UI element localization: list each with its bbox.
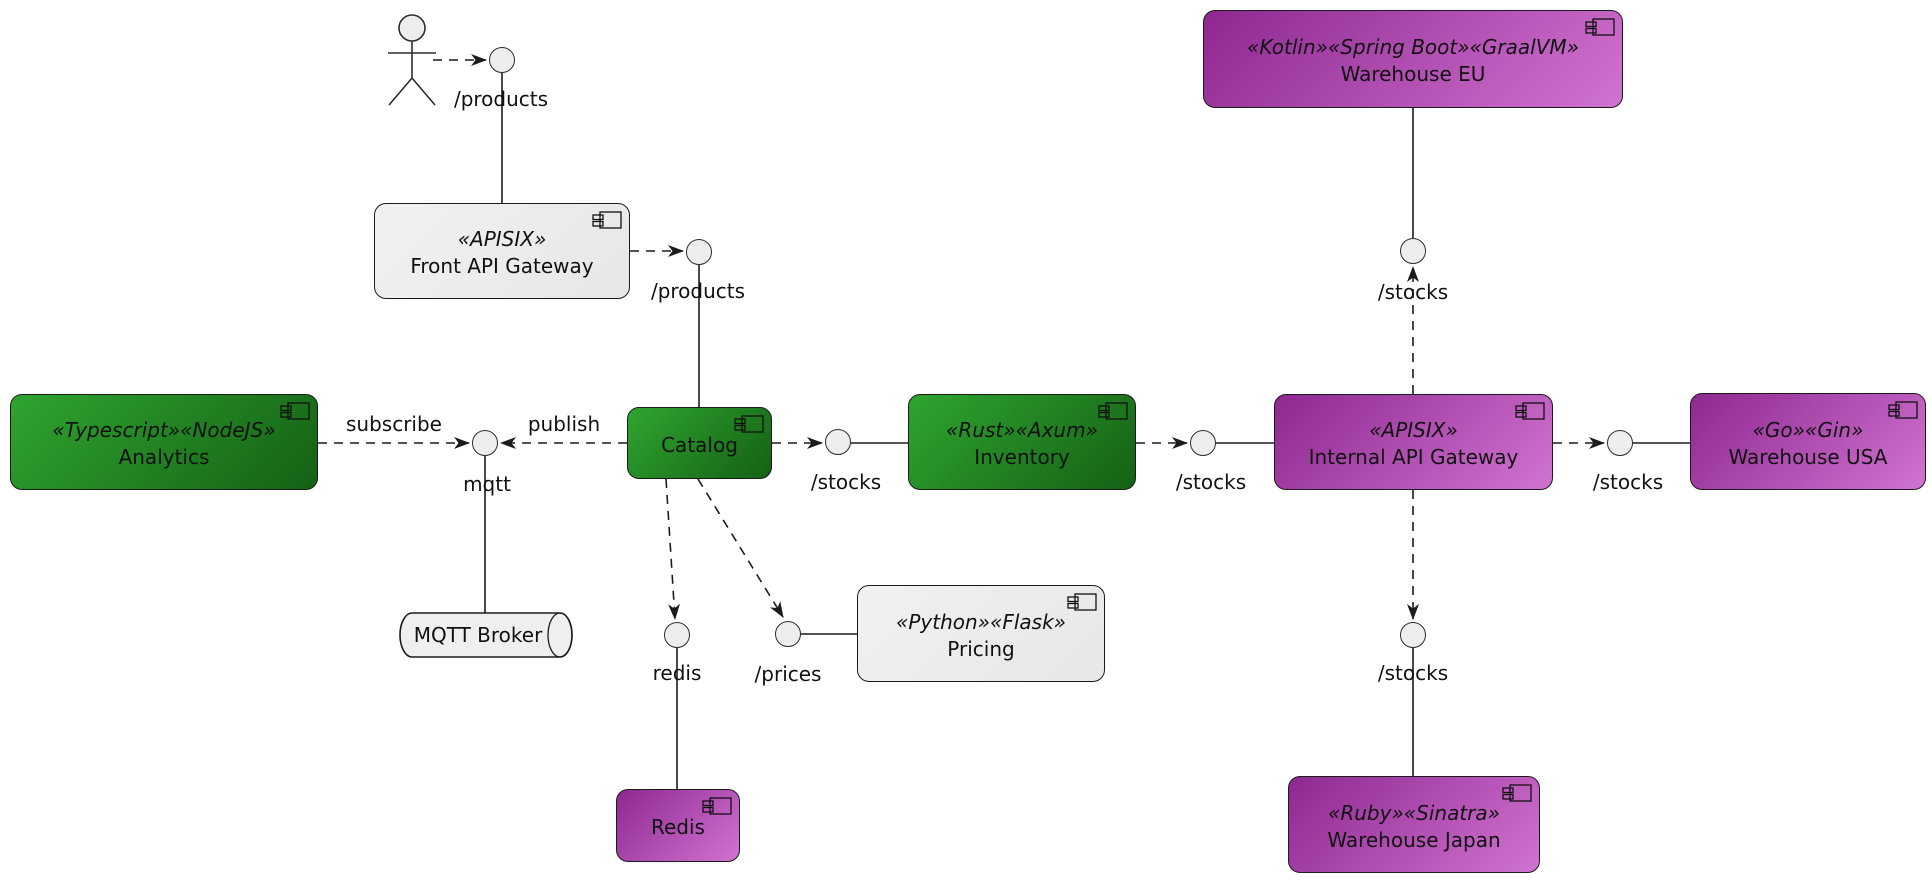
component-warehouse-usa: «Go»«Gin» Warehouse USA: [1690, 393, 1926, 490]
component-icon: [1585, 18, 1615, 36]
component-analytics: «Typescript»«NodeJS» Analytics: [10, 394, 318, 490]
component-icon: [1067, 593, 1097, 611]
interface-stocks-eu: [1400, 238, 1426, 264]
interface-label-products-mid: /products: [650, 279, 746, 303]
component-name: Warehouse Japan: [1327, 827, 1501, 852]
component-icon: [280, 402, 310, 420]
interface-mqtt: [472, 430, 498, 456]
interface-label-stocks-catalog: /stocks: [810, 470, 882, 494]
component-pricing: «Python»«Flask» Pricing: [857, 585, 1105, 682]
interface-label-redis: redis: [652, 661, 702, 685]
component-stereotype: «APISIX»: [1369, 418, 1458, 442]
actor-head: [398, 14, 426, 42]
component-name: Analytics: [118, 445, 210, 469]
interface-label-stocks-inventory: /stocks: [1175, 470, 1247, 494]
component-icon: [592, 211, 622, 229]
component-name: Inventory: [974, 445, 1070, 469]
component-warehouse-japan: «Ruby»«Sinatra» Warehouse Japan: [1288, 776, 1540, 873]
interface-redis: [664, 622, 690, 648]
queue-end-cap: [547, 612, 573, 658]
edge-catalog-to-prices: [697, 478, 784, 618]
component-icon: [702, 797, 732, 815]
queue-label: MQTT Broker: [413, 623, 543, 647]
component-icon: [1515, 402, 1545, 420]
actor-figure: [388, 14, 436, 106]
interface-stocks-inventory: [1190, 430, 1216, 456]
interface-label-stocks-usa: /stocks: [1592, 470, 1664, 494]
component-name: Warehouse USA: [1728, 444, 1888, 469]
component-catalog: Catalog: [627, 407, 772, 479]
actor-leg-right: [411, 77, 436, 106]
component-inventory: «Rust»«Axum» Inventory: [908, 394, 1136, 490]
interface-stocks-japan: [1400, 622, 1426, 648]
component-stereotype: «Typescript»«NodeJS»: [52, 418, 276, 442]
component-stereotype: «Kotlin»«Spring Boot»«GraalVM»: [1247, 35, 1579, 59]
interface-label-products-top: /products: [453, 87, 549, 111]
component-name: Redis: [651, 815, 705, 839]
edge-label-publish: publish: [527, 412, 601, 436]
component-stereotype: «Rust»«Axum»: [946, 418, 1098, 442]
interface-products-mid: [686, 239, 712, 265]
component-stereotype: «APISIX»: [457, 227, 547, 251]
interface-label-mqtt: mqtt: [463, 472, 511, 496]
interface-stocks-usa: [1607, 430, 1633, 456]
component-name: Internal API Gateway: [1308, 445, 1519, 469]
component-icon: [734, 415, 764, 433]
component-stereotype: «Go»«Gin»: [1752, 417, 1864, 442]
component-redis: Redis: [616, 789, 740, 862]
component-warehouse-eu: «Kotlin»«Spring Boot»«GraalVM» Warehouse…: [1203, 10, 1623, 108]
component-front-api-gateway: «APISIX» Front API Gateway: [374, 203, 630, 299]
interface-products-top: [489, 47, 515, 73]
interface-label-stocks-eu: /stocks: [1377, 280, 1449, 304]
edge-catalog-to-redisif: [665, 478, 681, 620]
component-name: Pricing: [947, 636, 1015, 661]
solid-edges: [484, 73, 1690, 789]
interface-stocks-catalog: [825, 429, 851, 455]
component-name: Catalog: [661, 432, 738, 457]
component-icon: [1502, 784, 1532, 802]
dashed-edges: [318, 54, 1605, 620]
edge-label-subscribe: subscribe: [346, 412, 442, 436]
queue-shape: [399, 612, 573, 658]
interface-label-prices: /prices: [754, 662, 822, 686]
component-name: Front API Gateway: [410, 254, 594, 278]
interface-label-stocks-japan: /stocks: [1377, 661, 1449, 685]
component-stereotype: «Python»«Flask»: [895, 609, 1067, 634]
actor-leg-left: [388, 77, 413, 106]
interface-prices: [775, 621, 801, 647]
component-icon: [1888, 401, 1918, 419]
component-name: Warehouse EU: [1340, 62, 1486, 86]
component-icon: [1098, 402, 1128, 420]
component-internal-api-gateway: «APISIX» Internal API Gateway: [1274, 394, 1553, 490]
component-stereotype: «Ruby»«Sinatra»: [1328, 800, 1500, 825]
